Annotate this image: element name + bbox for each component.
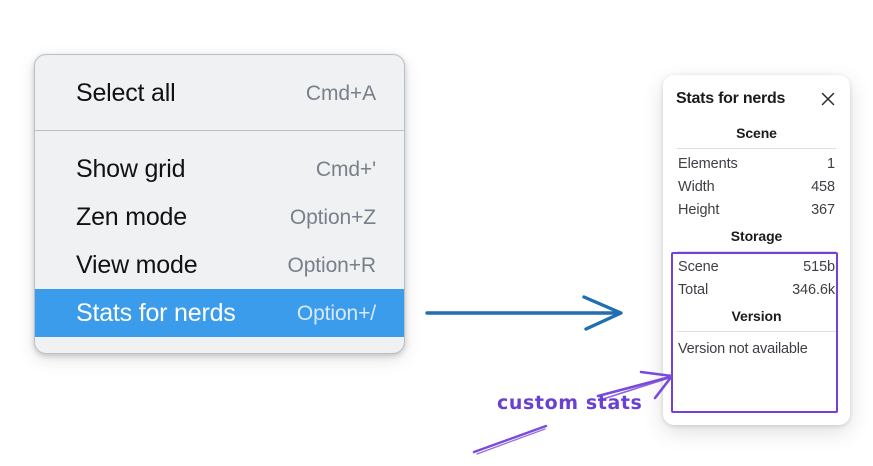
stat-row-height: Height 367: [676, 199, 837, 222]
stats-group-heading: Scene: [736, 125, 777, 141]
stats-group-rule: [677, 331, 836, 332]
stat-value: 458: [811, 179, 835, 195]
stat-key: Elements: [678, 156, 738, 172]
stats-group-heading: Storage: [730, 228, 783, 244]
menu-item-shortcut: Option+/: [296, 301, 376, 325]
blue-arrow: [425, 295, 623, 331]
stats-group-scene: Scene Elements 1 Width 458 Height 367: [676, 119, 837, 222]
menu-item-label: Zen mode: [76, 202, 187, 231]
menu-section-top: Select all Cmd+A: [35, 55, 404, 130]
menu-item-shortcut: Cmd+': [315, 157, 376, 181]
stats-group-rule: [677, 148, 836, 149]
close-icon[interactable]: [819, 90, 837, 108]
stat-value: 515b: [803, 259, 835, 275]
stat-key: Total: [678, 282, 709, 298]
stats-panel-titlebar: Stats for nerds: [676, 85, 837, 113]
stat-key: Scene: [678, 259, 719, 275]
stat-row-elements: Elements 1: [676, 153, 837, 176]
menu-item-show-grid[interactable]: Show grid Cmd+': [35, 145, 404, 193]
menu-item-zen-mode[interactable]: Zen mode Option+Z: [35, 193, 404, 241]
stats-for-nerds-panel[interactable]: Stats for nerds Scene Elements 1 Width 4…: [663, 75, 850, 425]
menu-item-select-all[interactable]: Select all Cmd+A: [35, 69, 404, 117]
stats-group-storage: Storage Scene 515b Total 346.6k: [676, 222, 837, 302]
menu-item-view-mode[interactable]: View mode Option+R: [35, 241, 404, 289]
version-note: Version not available: [678, 341, 808, 357]
stat-row-width: Width 458: [676, 176, 837, 199]
stats-group-rule: [677, 251, 836, 252]
stats-panel-title: Stats for nerds: [676, 90, 786, 107]
purple-arrow-to-box: [596, 370, 674, 400]
menu-item-label: Select all: [76, 78, 176, 107]
custom-stats-annotation-label: custom stats: [497, 392, 643, 414]
stats-group-heading: Version: [731, 308, 782, 324]
stat-key: Width: [678, 179, 715, 195]
menu-item-shortcut: Option+Z: [289, 205, 376, 229]
stat-value: 367: [811, 202, 835, 218]
stat-value: 1: [827, 156, 835, 172]
stat-row-storage-total: Total 346.6k: [676, 279, 837, 302]
menu-item-shortcut: Cmd+A: [305, 81, 376, 105]
context-menu[interactable]: Select all Cmd+A Show grid Cmd+' Zen mod…: [34, 54, 405, 354]
stat-key: Height: [678, 202, 720, 218]
stats-group-version: Version Version not available: [676, 302, 837, 361]
menu-section-bottom: Show grid Cmd+' Zen mode Option+Z View m…: [35, 131, 404, 353]
menu-item-label: Stats for nerds: [76, 298, 236, 327]
purple-tail-stroke: [472, 424, 548, 455]
menu-item-stats-for-nerds[interactable]: Stats for nerds Option+/: [35, 289, 404, 337]
menu-item-label: Show grid: [76, 154, 186, 183]
menu-item-label: View mode: [76, 250, 198, 279]
stat-row-storage-scene: Scene 515b: [676, 256, 837, 279]
menu-separator: [35, 130, 404, 131]
menu-item-shortcut: Option+R: [287, 253, 376, 277]
stat-value: 346.6k: [792, 282, 835, 298]
